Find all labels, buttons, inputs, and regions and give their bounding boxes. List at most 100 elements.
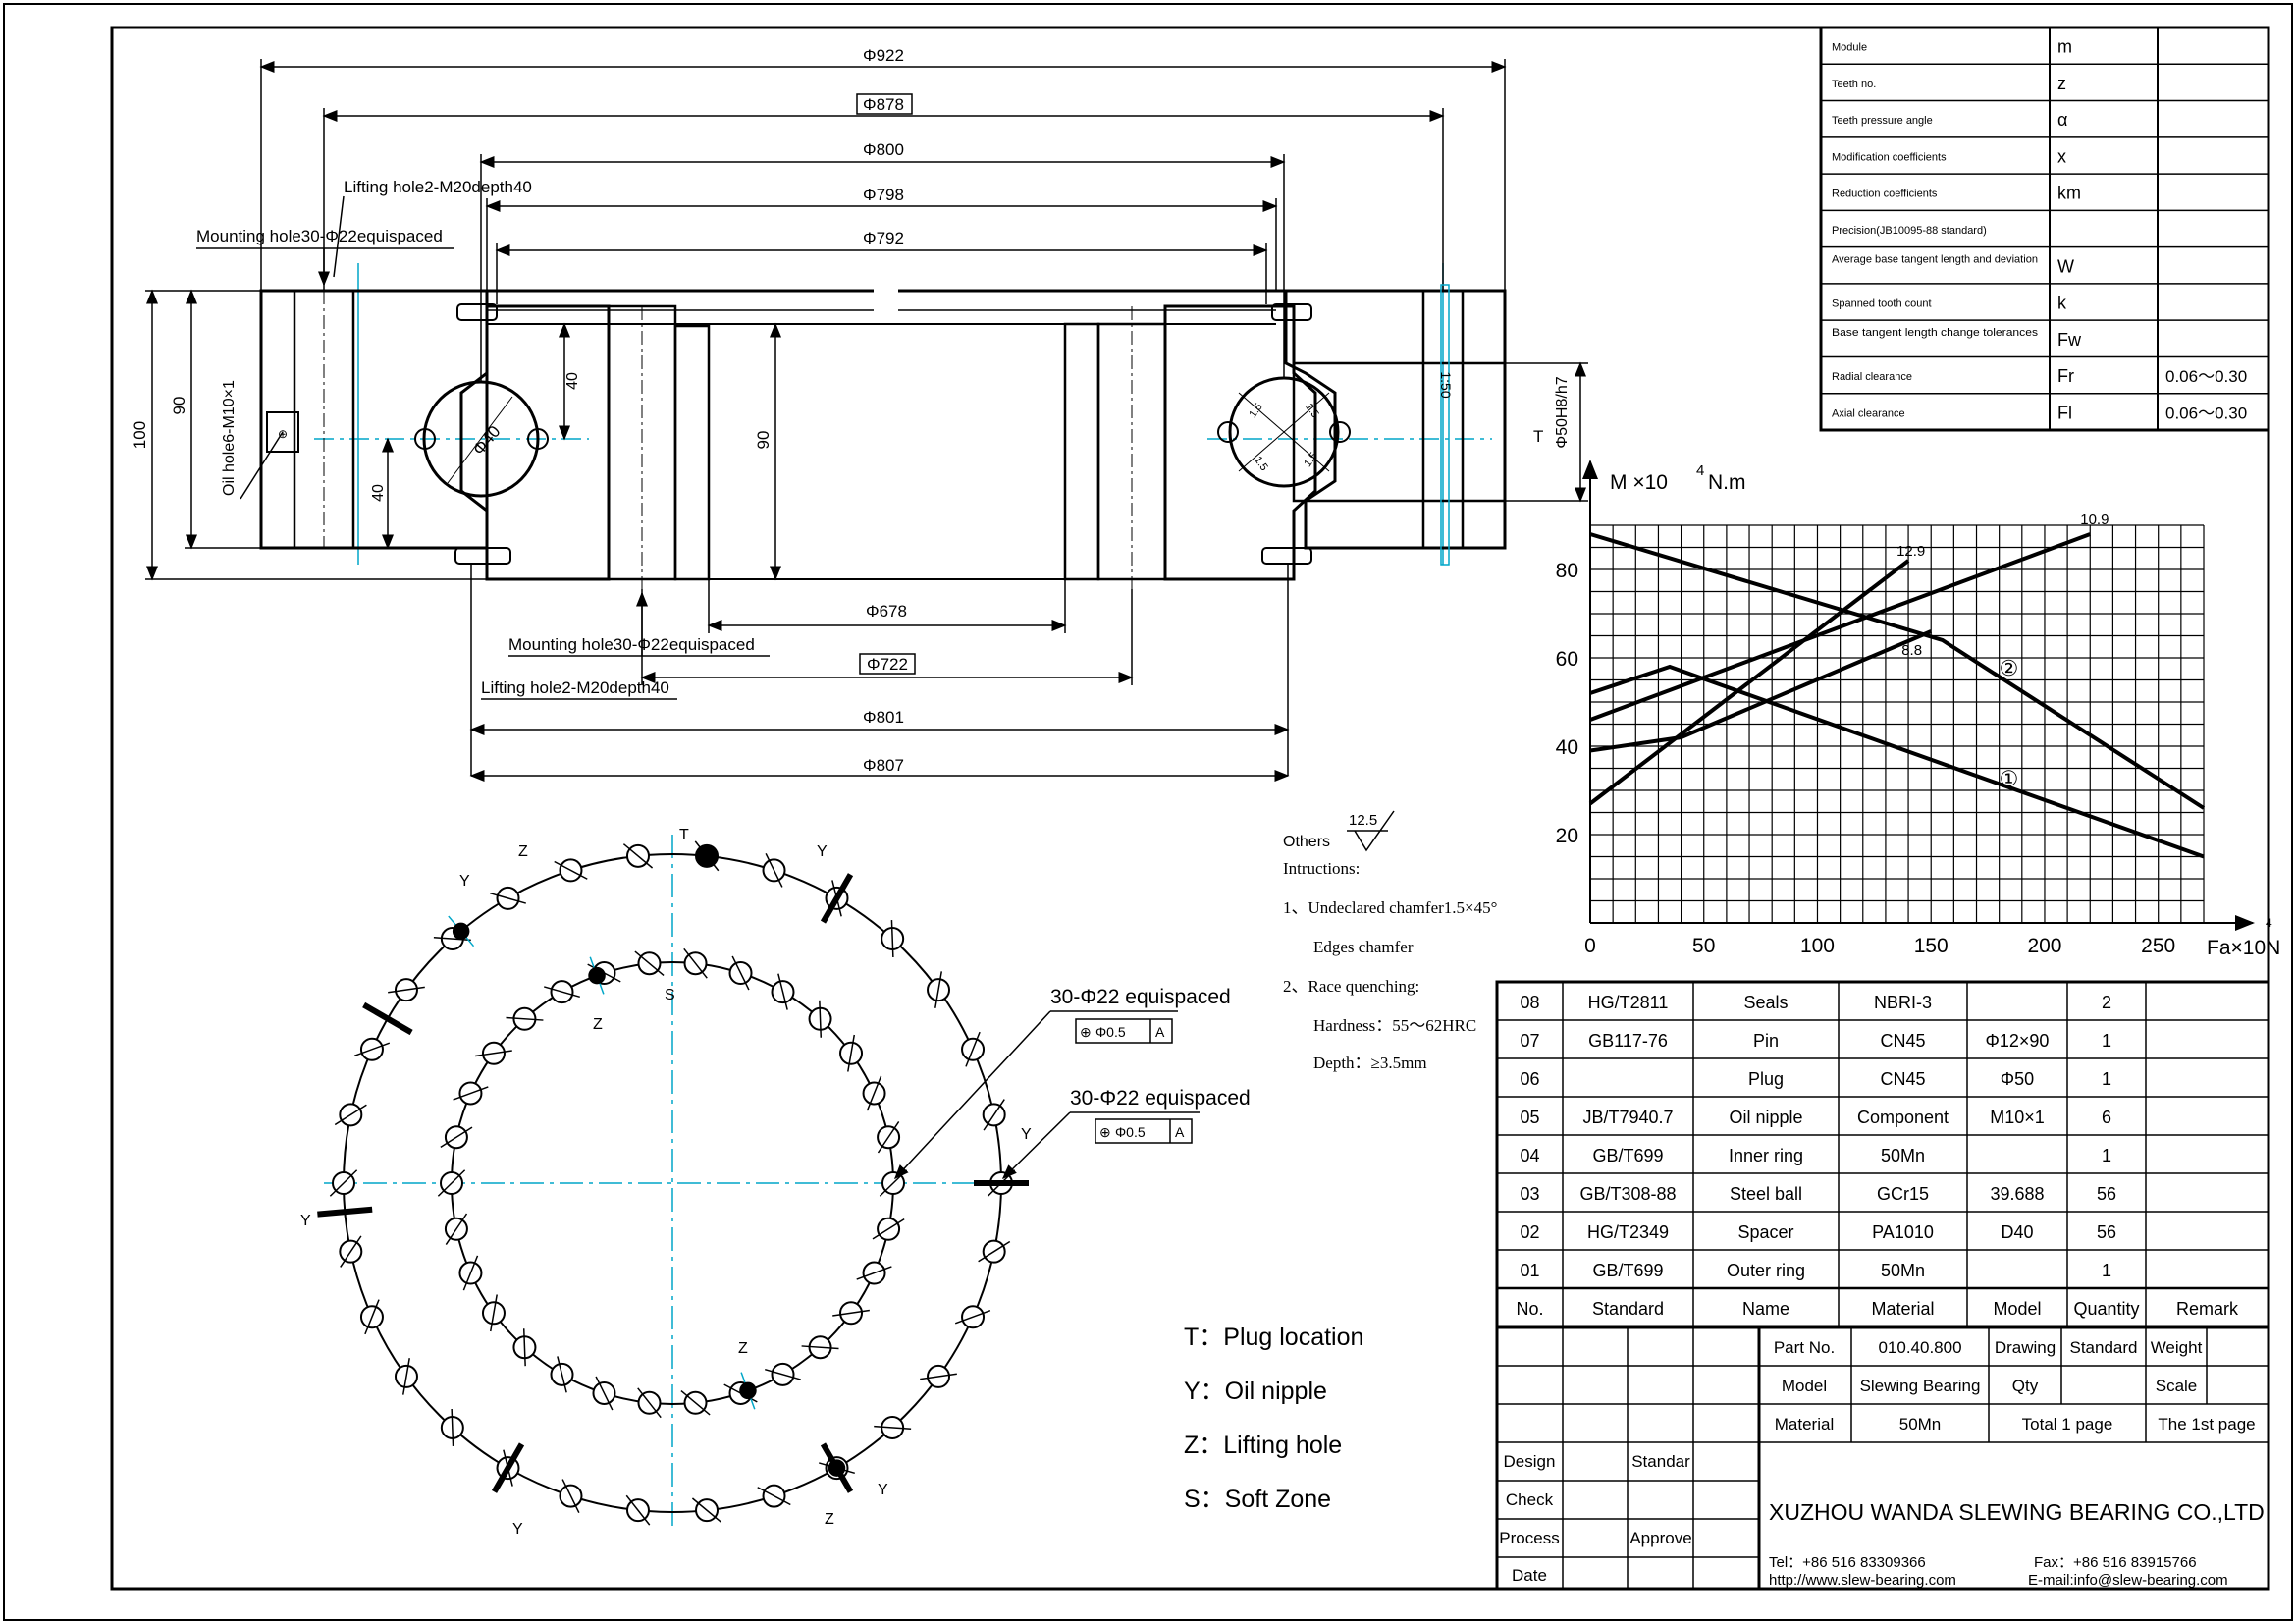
seal-top-left bbox=[456, 303, 498, 321]
process-label: Process bbox=[1499, 1529, 1559, 1547]
y-tick-label: 20 bbox=[1556, 825, 1578, 847]
bom-cell: 1 bbox=[2102, 1146, 2111, 1165]
gear-param-label: Teeth no. bbox=[1832, 79, 1876, 90]
gear-param-symbol: z bbox=[2057, 74, 2066, 93]
series-label: ① bbox=[2000, 767, 2019, 791]
dim-798: Φ798 bbox=[863, 186, 904, 204]
gear-param-label: Base tangent length change tolerances bbox=[1832, 327, 2039, 339]
outer-frame bbox=[3, 3, 2293, 1621]
z-mark: Z bbox=[593, 1016, 603, 1033]
scale-label: 1:50 bbox=[1438, 371, 1454, 398]
plan-view: T S Y Y Y Y Y Y Z Z Z Z 30-Φ22 equispace… bbox=[300, 827, 1251, 1538]
gear-param-label: Module bbox=[1832, 42, 1867, 54]
bom-cell: 56 bbox=[2097, 1184, 2116, 1204]
bom-cell: JB/T7940.7 bbox=[1582, 1108, 1673, 1127]
y-mark: Y bbox=[512, 1521, 523, 1538]
bom-cell: 6 bbox=[2102, 1108, 2111, 1127]
model-value: Slewing Bearing bbox=[1860, 1377, 1981, 1395]
bom-cell: GCr15 bbox=[1877, 1184, 1929, 1204]
standard-label: Standard bbox=[2070, 1338, 2138, 1357]
gear-param-value: 0.06～0.30 bbox=[2165, 404, 2247, 422]
chart-grid bbox=[1582, 460, 2255, 931]
gear-param-value: 0.06～0.30 bbox=[2165, 367, 2247, 386]
inner-hole-note: 30-Φ22 equispaced bbox=[1070, 1087, 1251, 1110]
drawing-border bbox=[110, 26, 2270, 1591]
y-mark: Y bbox=[1021, 1126, 1032, 1143]
company-fax: Fax：+86 516 83915766 bbox=[2034, 1554, 2197, 1571]
material-value: 50Mn bbox=[1899, 1415, 1942, 1434]
bom-cell: 03 bbox=[1520, 1184, 1539, 1204]
page-number: The 1st page bbox=[2158, 1415, 2255, 1434]
part-no: 010.40.800 bbox=[1878, 1338, 1961, 1357]
series-label: 8.8 bbox=[1901, 642, 1922, 659]
bom-cell: Seals bbox=[1743, 993, 1788, 1012]
series-label: ② bbox=[2000, 656, 2019, 680]
bom-cell: GB117-76 bbox=[1588, 1031, 1668, 1051]
series-label: 12.9 bbox=[1896, 543, 1925, 560]
y-tick-label: 80 bbox=[1556, 560, 1578, 582]
svg-text:⊕: ⊕ bbox=[278, 427, 288, 441]
bom-cell: 1 bbox=[2102, 1069, 2111, 1089]
dim-922: Φ922 bbox=[863, 46, 904, 65]
ball-diameter-label: Φ40 bbox=[469, 422, 504, 459]
tolerance-value: Φ0.5 bbox=[1095, 1024, 1126, 1040]
bom-cell: 1 bbox=[2102, 1031, 2111, 1051]
weight-label: Weight bbox=[2151, 1338, 2203, 1357]
bom-cell: HG/T2811 bbox=[1588, 993, 1669, 1012]
bolt-holes bbox=[317, 840, 1029, 1526]
position-tolerance-frame bbox=[1095, 1118, 1193, 1144]
gear-param-label: Spanned tooth count bbox=[1832, 298, 1932, 310]
series-line bbox=[1589, 629, 1933, 753]
scale-label: Scale bbox=[2156, 1377, 2198, 1395]
bom-header-cell: Model bbox=[1993, 1299, 2041, 1319]
dim-678: Φ678 bbox=[866, 602, 907, 621]
datum-label: A bbox=[1175, 1124, 1185, 1140]
x-tick-label: 150 bbox=[1914, 935, 1949, 957]
bom-cell: D40 bbox=[2001, 1222, 2033, 1242]
dim-792: Φ792 bbox=[863, 229, 904, 247]
mounting-hole-bottom-label: Mounting hole30-Φ22equispaced bbox=[508, 635, 755, 654]
series-line bbox=[1588, 559, 1910, 806]
dim-878: Φ878 bbox=[863, 95, 904, 114]
company-website: http://www.slew-bearing.com bbox=[1769, 1572, 1956, 1589]
z-mark: Z bbox=[738, 1340, 748, 1357]
bom-cell: CN45 bbox=[1880, 1031, 1925, 1051]
bom-cell: CN45 bbox=[1880, 1069, 1925, 1089]
gear-param-label: Precision(JB10095-88 standard) bbox=[1832, 225, 1987, 237]
chart-series: 10.9 12.9 8.8 ① ② bbox=[1588, 512, 2206, 859]
dim-800: Φ800 bbox=[863, 140, 904, 159]
date-label: Date bbox=[1512, 1566, 1547, 1585]
gear-param-label: Radial clearance bbox=[1832, 371, 1912, 383]
inner-ring-right bbox=[1163, 304, 1317, 581]
lifting-hole-bottom-label: Lifting hole2-M20depth40 bbox=[481, 678, 669, 697]
legend-y: Y：Oil nipple bbox=[1184, 1378, 1327, 1405]
instruction-2b: Hardness：55～62HRC bbox=[1313, 1016, 1476, 1035]
chart-x-label: Fa×10N bbox=[2207, 937, 2280, 959]
lifting-hole-marker bbox=[739, 1381, 757, 1400]
dim-807: Φ807 bbox=[863, 756, 904, 775]
part-no-label: Part No. bbox=[1774, 1338, 1835, 1357]
bom-cell: 56 bbox=[2097, 1222, 2116, 1242]
x-tick-label: 200 bbox=[2027, 935, 2061, 957]
bom-cell: Oil nipple bbox=[1729, 1108, 1802, 1127]
bom-cell: GB/T699 bbox=[1592, 1146, 1663, 1165]
gear-param-label: Modification coefficients bbox=[1832, 151, 1947, 163]
y-mark: Y bbox=[817, 843, 828, 860]
approve-label: Approve bbox=[1629, 1529, 1691, 1547]
gear-param-symbol: W bbox=[2057, 256, 2074, 276]
bom-cell: 50Mn bbox=[1881, 1146, 1925, 1165]
instruction-1: 1、Undeclared chamfer1.5×45° bbox=[1283, 898, 1497, 917]
total-pages: Total 1 page bbox=[2022, 1415, 2113, 1434]
gear-param-symbol: α bbox=[2057, 110, 2067, 130]
x-tick-label: 50 bbox=[1692, 935, 1715, 957]
z-mark: Z bbox=[518, 843, 528, 860]
bom-header-cell: Standard bbox=[1592, 1299, 1664, 1319]
bom-cell: Pin bbox=[1753, 1031, 1779, 1051]
series-label: 10.9 bbox=[2080, 512, 2109, 528]
bom-cell: 06 bbox=[1520, 1069, 1539, 1089]
outer-hole-note: 30-Φ22 equispaced bbox=[1050, 986, 1231, 1008]
oil-nipple-marker bbox=[820, 873, 854, 924]
chart-y-unit: N.m bbox=[1708, 471, 1746, 494]
